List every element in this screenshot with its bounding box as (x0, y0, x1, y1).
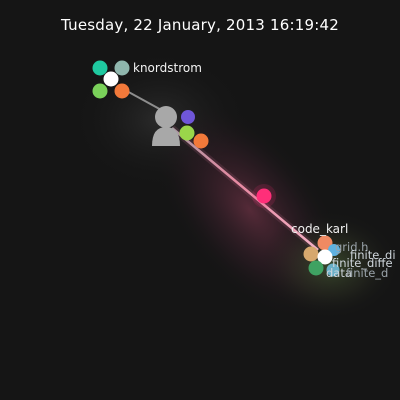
commit-beam-glow (169, 125, 321, 253)
file-node (103, 71, 119, 87)
file-node (92, 83, 108, 99)
commit-spark-halo (252, 184, 276, 208)
file-node (308, 260, 324, 276)
file-node (303, 246, 319, 262)
file-label: grid.h (335, 240, 369, 254)
file-node (114, 83, 130, 99)
file-node (114, 60, 130, 76)
file-node (181, 110, 195, 124)
file-node (326, 263, 340, 277)
file-label: finite_diffe (332, 256, 393, 270)
file-label: data (326, 266, 352, 280)
file-cluster-top (92, 60, 130, 99)
file-node (317, 249, 333, 265)
file-node (193, 133, 209, 149)
branch-edge-top (124, 89, 166, 113)
file-label: finite_di (350, 248, 396, 262)
commit-beam (171, 127, 319, 251)
user-label-knordstrom: knordstrom (133, 61, 202, 75)
file-node (179, 125, 195, 141)
user-avatar (152, 106, 180, 146)
file-label: finite_d (346, 266, 389, 280)
date-display: Tuesday, 22 January, 2013 16:19:42 (61, 16, 339, 34)
user-label-code-karl: code_karl (291, 222, 349, 236)
commit-spark (256, 188, 272, 204)
file-node (92, 60, 108, 76)
file-cluster-bottom (303, 235, 340, 277)
file-node (317, 235, 333, 251)
